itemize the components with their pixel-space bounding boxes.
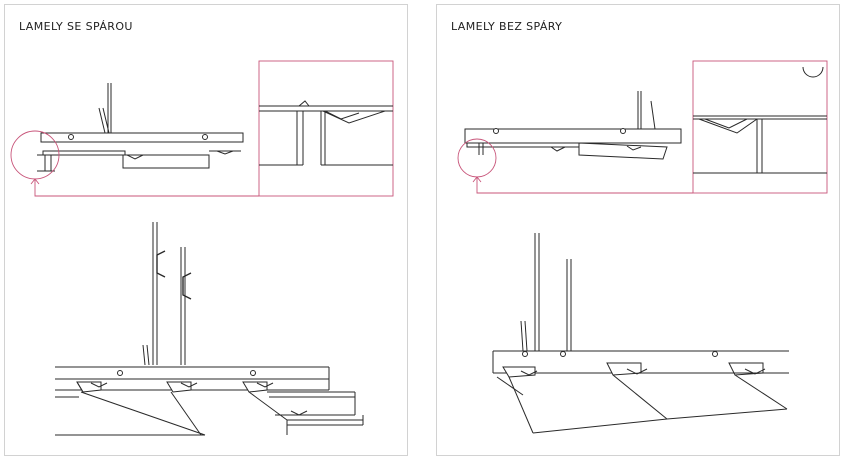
detail-view — [692, 60, 828, 194]
technical-drawing — [457, 60, 828, 434]
section-view — [457, 91, 693, 194]
panel-title: LAMELY BEZ SPÁRY — [451, 20, 563, 33]
panel-lamely-bez-spary: LAMELY BEZ SPÁRY — [436, 4, 840, 456]
panel-lamely-se-sparou: LAMELY SE SPÁROU — [4, 4, 408, 456]
detail-view — [258, 60, 394, 197]
panel-title: LAMELY SE SPÁROU — [19, 20, 133, 33]
section-view — [10, 83, 259, 197]
perspective-view — [492, 233, 789, 434]
technical-drawing — [10, 60, 394, 436]
perspective-view — [55, 222, 364, 436]
